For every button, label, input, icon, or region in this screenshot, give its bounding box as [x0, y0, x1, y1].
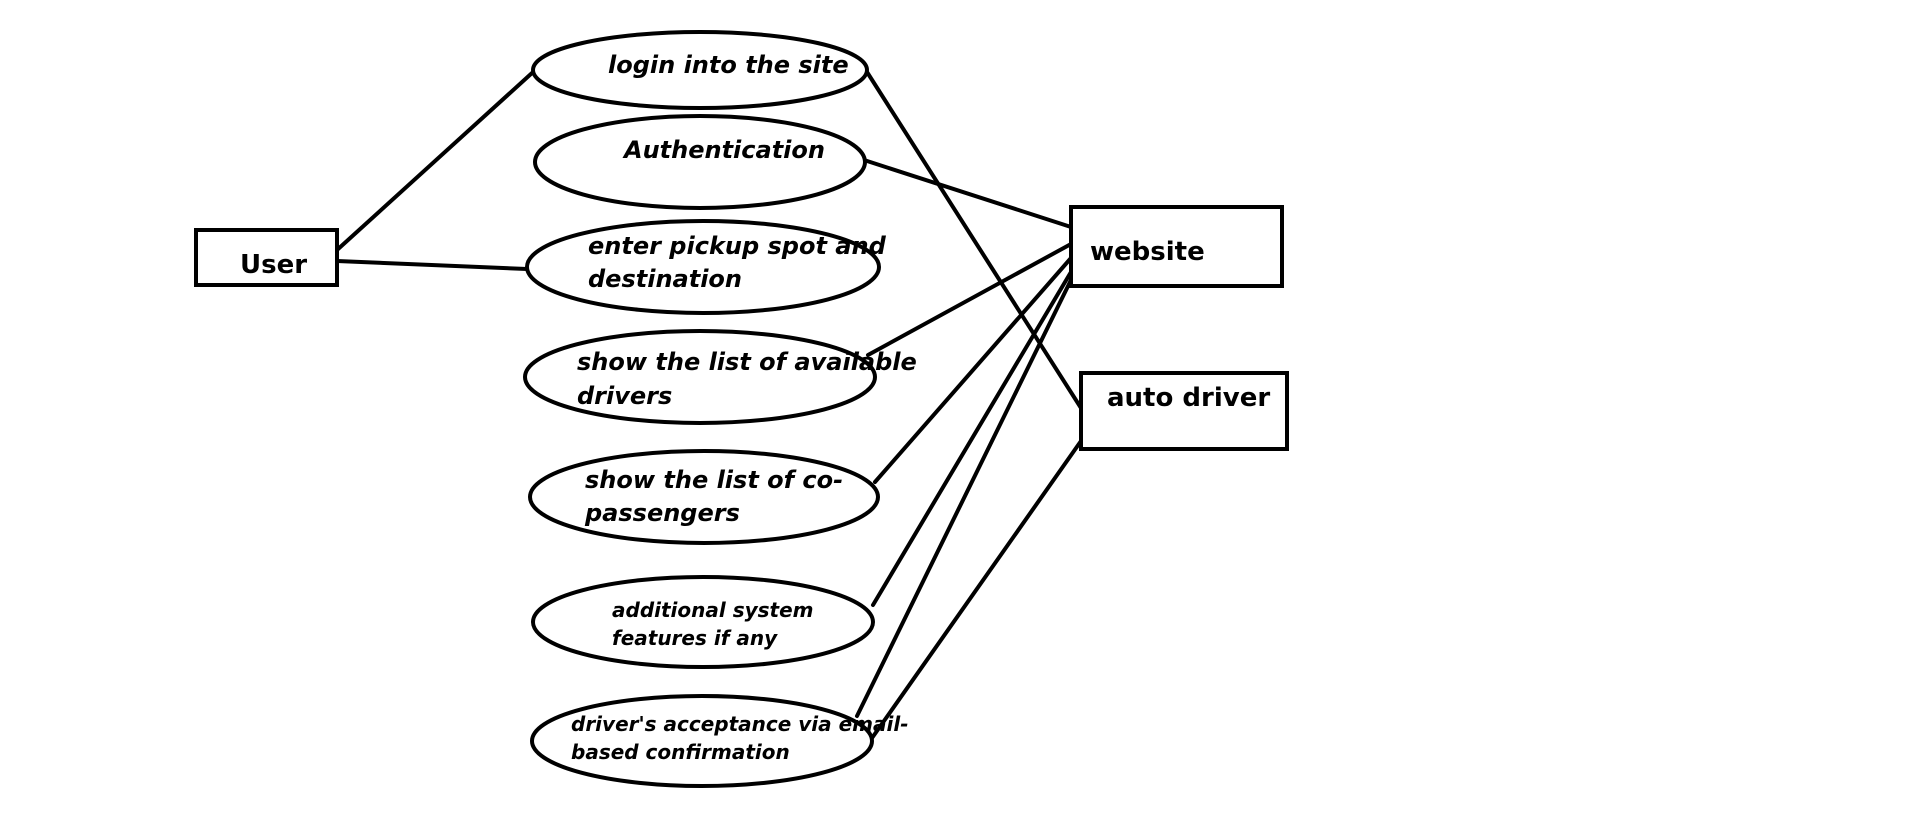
usecase-driver-acceptance-label-line1: driver's acceptance via email-	[571, 712, 909, 736]
link-additional-website	[871, 270, 1073, 607]
usecase-pickup: enter pickup spot and destination	[525, 219, 887, 315]
usecase-pickup-label-line1: enter pickup spot and	[588, 232, 887, 260]
usecase-available-drivers-label-line1: show the list of available	[577, 348, 917, 376]
usecase-co-passengers-label-line1: show the list of co-	[585, 466, 843, 494]
usecase-driver-acceptance-ellipse	[530, 694, 874, 788]
actor-website-label: website	[1090, 237, 1205, 267]
usecase-available-drivers: show the list of available drivers	[523, 329, 917, 425]
link-authentication-website	[862, 158, 1073, 229]
usecase-additional-features: additional system features if any	[531, 575, 875, 669]
actor-website: website	[1069, 205, 1284, 288]
usecase-additional-features-label-line1: additional system	[612, 598, 814, 622]
usecase-login-label: login into the site	[608, 51, 849, 79]
actor-auto-driver: auto driver	[1079, 371, 1289, 451]
associations	[335, 70, 1083, 740]
usecase-authentication-label: Authentication	[622, 136, 825, 164]
actor-user: User	[194, 228, 339, 287]
usecase-additional-features-ellipse	[531, 575, 875, 669]
link-acceptance-website	[855, 278, 1073, 718]
link-login-auto-driver	[865, 70, 1083, 410]
usecase-additional-features-label-line2: features if any	[612, 626, 778, 650]
actor-auto-driver-box	[1079, 371, 1289, 451]
usecase-pickup-label-line2: destination	[588, 265, 742, 293]
usecase-co-passengers: show the list of co- passengers	[528, 449, 880, 545]
link-user-pickup	[335, 259, 529, 271]
link-acceptance-auto-driver	[870, 439, 1083, 740]
actor-auto-driver-label: auto driver	[1107, 383, 1270, 413]
usecase-co-passengers-ellipse	[528, 449, 880, 545]
actor-website-box	[1069, 205, 1284, 288]
link-copassengers-website	[873, 256, 1073, 484]
actor-user-label: User	[240, 250, 307, 280]
usecase-pickup-ellipse	[525, 219, 881, 315]
usecase-available-drivers-ellipse	[523, 329, 877, 425]
usecase-driver-acceptance: driver's acceptance via email- based con…	[530, 694, 909, 788]
usecase-driver-acceptance-label-line2: based confirmation	[571, 740, 790, 764]
usecase-available-drivers-label-line2: drivers	[577, 382, 672, 410]
usecase-co-passengers-label-line2: passengers	[584, 499, 740, 527]
actor-user-box	[194, 228, 339, 287]
usecase-authentication-ellipse	[533, 114, 867, 210]
link-user-login	[335, 71, 534, 252]
usecase-login-ellipse	[531, 30, 869, 110]
usecase-authentication: Authentication	[533, 114, 867, 210]
usecase-login: login into the site	[531, 30, 869, 110]
link-drivers-website	[866, 242, 1073, 357]
